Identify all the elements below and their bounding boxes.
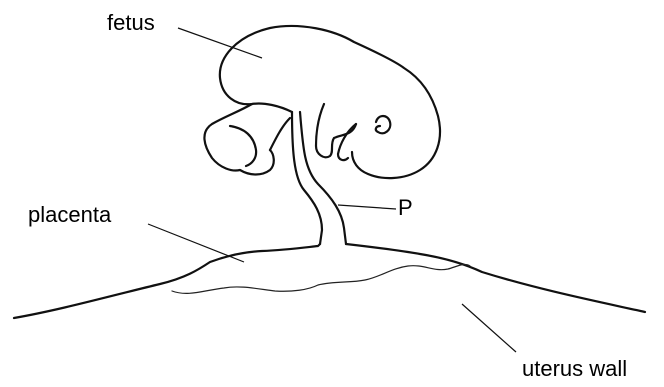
fetus-foot bbox=[270, 118, 290, 150]
p-leader-line bbox=[338, 205, 396, 209]
p-label: P bbox=[398, 197, 413, 219]
fetus-leader-line bbox=[178, 28, 262, 58]
placenta-leader-line bbox=[148, 224, 244, 262]
uterus-wall-label: uterus wall bbox=[522, 358, 627, 380]
uterus-wall-outline bbox=[14, 244, 645, 318]
umbilical-cord-right bbox=[300, 112, 346, 244]
fetus-knee bbox=[230, 126, 256, 166]
fetus-leg bbox=[204, 104, 273, 175]
placenta-inner-edge bbox=[172, 264, 470, 293]
fetus-label: fetus bbox=[107, 12, 155, 34]
uterus-wall-leader-line bbox=[462, 304, 516, 352]
fetus-ear bbox=[376, 116, 390, 133]
placenta-label: placenta bbox=[28, 204, 111, 226]
